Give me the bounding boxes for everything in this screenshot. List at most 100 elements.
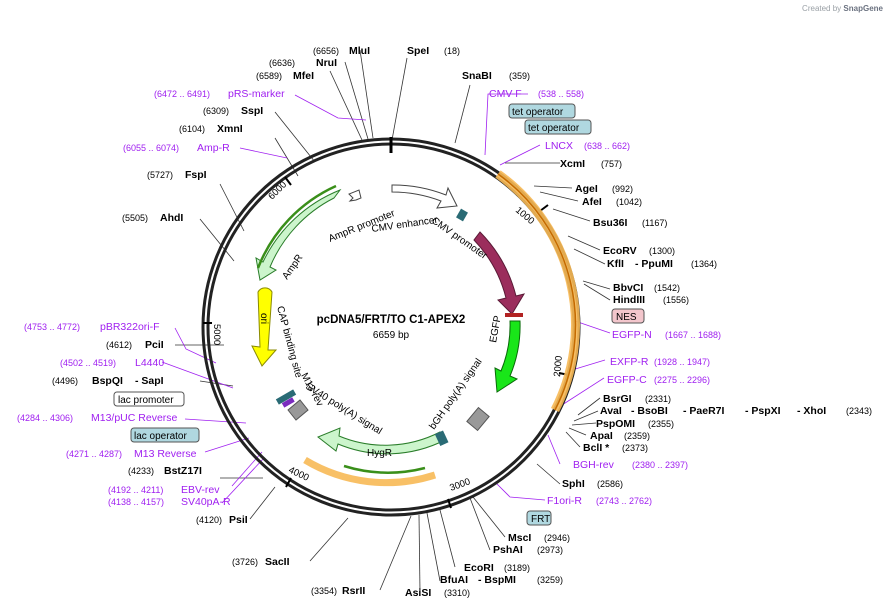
nes-label: NES [616, 312, 637, 323]
tet-operator-2: tet operator [528, 123, 580, 134]
pos-bsu36i: (1167) [642, 218, 667, 228]
site-mfei: MfeI [293, 70, 314, 82]
left-labels: (3354) RsrII (3726) SacII (4120) PsiI (4… [17, 45, 370, 597]
primer-exfpr: EXFP-R [610, 356, 649, 368]
primer-leaders [161, 93, 611, 504]
watermark-prefix: Created by [802, 4, 842, 13]
snapgene-logo: SnapGene [843, 4, 883, 13]
pos-sacii: (3726) [232, 557, 258, 567]
site-pspxi: - PspXI [745, 405, 781, 417]
site-ahdi: AhdI [160, 212, 183, 224]
pos-xmni: (6104) [179, 124, 205, 134]
pos-hindiii: (1556) [663, 295, 689, 305]
site-hindiii: HindIII [613, 294, 645, 306]
pos-bsrgi: (2331) [645, 394, 671, 404]
pos-mfei: (6589) [256, 71, 282, 81]
pos-l4440: (4502 .. 4519) [60, 358, 116, 368]
hygr-arrow [317, 427, 446, 455]
ori-label: ori [258, 313, 269, 324]
egfp-label: EGFP [488, 314, 504, 343]
pos-mlui: (6656) [313, 46, 339, 56]
primer-egfpc: EGFP-C [607, 374, 647, 386]
site-bspqi: BspQI [92, 375, 123, 387]
site-ecori: EcoRI [464, 562, 494, 574]
pos-f1orir: (2743 .. 2762) [596, 496, 652, 506]
site-kfli: KflI [607, 258, 624, 270]
site-apai: ApaI [590, 430, 613, 442]
site-xcmi: XcmI [560, 158, 585, 170]
frt-box [526, 510, 552, 526]
primer-sv40par: SV40pA-R [181, 496, 231, 508]
site-ecorv: EcoRV [603, 245, 637, 257]
site-avai: AvaI [600, 405, 622, 417]
site-bsrgi: BsrGI [603, 393, 632, 405]
site-spei: SpeI [407, 45, 429, 57]
primer-pbr322: pBR322ori-F [100, 321, 160, 333]
ampr-promoter-arrow [348, 189, 362, 202]
pos-spei: (18) [444, 46, 460, 56]
primer-prsmarker: pRS-marker [228, 88, 285, 100]
primer-lncx: LNCX [545, 140, 573, 152]
tick-2000: 2000 [552, 355, 565, 377]
site-mlui: MluI [349, 45, 370, 57]
ampr-arrow [255, 188, 342, 281]
site-fspi: FspI [185, 169, 207, 181]
pos-avai: (2343) [846, 406, 872, 416]
hygr-marker [434, 430, 449, 447]
pos-bspqi: (4496) [52, 376, 78, 386]
pos-sspi: (6309) [203, 106, 229, 116]
ampr-green-line [256, 184, 337, 269]
pos-pshai: (2973) [537, 545, 563, 555]
site-bspmi: - BspMI [478, 574, 516, 586]
nes-box [611, 308, 645, 324]
pos-egfpc: (2275 .. 2296) [654, 375, 710, 385]
site-paer7i: - PaeR7I [683, 405, 725, 417]
m13-rev-purple [281, 397, 295, 408]
pos-xcmi: (757) [601, 159, 622, 169]
pos-ebvrev: (4192 .. 4211) [108, 485, 163, 495]
lac-operator-label: lac operator [134, 431, 187, 442]
m13-rev-box [275, 389, 297, 405]
ampr-label: AmpR [280, 253, 305, 282]
pos-cmvf: (538 .. 558) [538, 89, 584, 99]
site-xhoi: - XhoI [797, 405, 826, 417]
orange-span-bottom [303, 457, 437, 487]
tet-operator-box-1 [508, 103, 576, 119]
pos-ampr-primer: (6055 .. 6074) [123, 143, 179, 153]
pos-exfpr: (1928 .. 1947) [654, 357, 710, 367]
site-pshai: PshAI [493, 544, 523, 556]
right-labels: SpeI (18) SnaBI (359) CMV-F (538 .. 558)… [405, 45, 872, 599]
pos-apai: (2359) [624, 431, 650, 441]
primer-m13puc: M13/pUC Reverse [91, 412, 178, 424]
pos-pcii: (4612) [106, 340, 132, 350]
site-afei: AfeI [582, 196, 602, 208]
site-sapi: - SapI [135, 375, 164, 387]
pos-bcli: (2373) [622, 443, 648, 453]
pos-rsrii: (3354) [311, 586, 337, 596]
egfp-arrow [494, 320, 521, 393]
primer-egfpn: EGFP-N [612, 329, 652, 341]
site-xmni: XmnI [217, 123, 243, 135]
pos-kfli: (1364) [691, 259, 717, 269]
pos-ahdi: (5505) [122, 213, 148, 223]
pos-egfpn: (1667 .. 1688) [665, 330, 721, 340]
pos-bghrev: (2380 .. 2397) [632, 460, 688, 470]
site-ppumi: - PpuMI [635, 258, 673, 270]
apex2-arrow [473, 231, 526, 315]
pos-bfuai: (3259) [537, 575, 563, 585]
pos-snabi: (359) [509, 71, 530, 81]
pos-afei: (1042) [616, 197, 642, 207]
site-bstz17i: BstZ17I [164, 465, 202, 477]
plasmid-name: pcDNA5/FRT/TO C1-APEX2 [317, 314, 466, 326]
watermark: Created by SnapGene [802, 4, 883, 13]
lac-promoter-box [113, 391, 185, 407]
frt-label: FRT [531, 514, 550, 525]
hygr-label: HygR [367, 448, 392, 459]
site-sacii: SacII [265, 556, 290, 568]
lac-operator-box [130, 427, 200, 443]
pos-m13reverse: (4271 .. 4287) [66, 449, 122, 459]
site-bfuai: BfuAI [440, 574, 468, 586]
pos-ecori: (3189) [504, 563, 530, 573]
tet-operator-mark [456, 208, 468, 222]
pos-asisi: (3310) [444, 588, 470, 598]
